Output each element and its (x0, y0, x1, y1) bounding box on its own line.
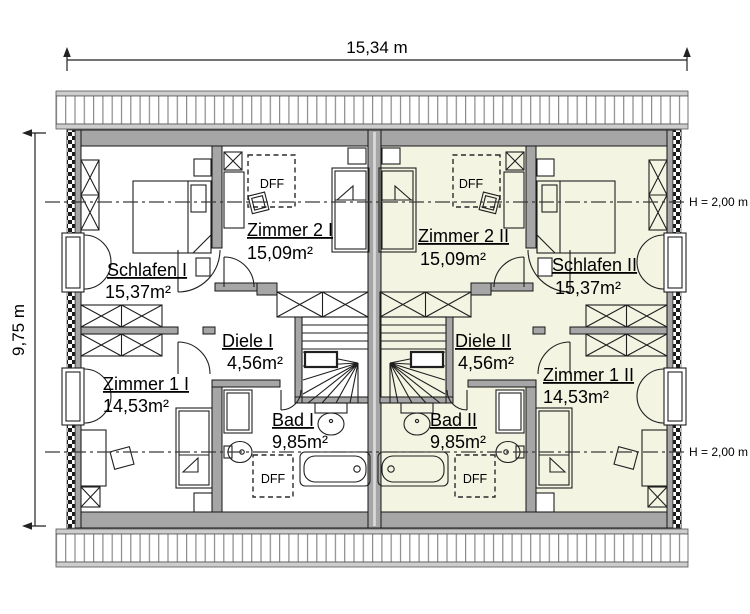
insulation-hatch-right (672, 129, 682, 529)
party-wall-centerline (373, 132, 376, 526)
roof-band-top (55, 90, 689, 130)
room-area-zimmer1-1: 14,53m² (103, 396, 169, 416)
outer-wall-right (666, 129, 674, 529)
room-name-bad-2: Bad II (430, 410, 477, 430)
room-area-bad-2: 9,85m² (430, 432, 486, 452)
outer-wall-left (74, 129, 82, 529)
dff-label-bad-2: DFF (463, 472, 488, 486)
roof-band-bottom (55, 528, 689, 568)
dff-label-bad-1: DFF (261, 472, 286, 486)
room-name-bad-1: Bad I (272, 410, 314, 430)
room-name-zimmer1-2: Zimmer 1 II (543, 365, 634, 385)
dff-label-zimmer2-2: DFF (459, 177, 484, 191)
room-area-schlafen-1: 15,37m² (105, 282, 171, 302)
room-area-schlafen-2: 15,37m² (555, 278, 621, 298)
room-name-zimmer2-2: Zimmer 2 II (418, 226, 509, 246)
height-marker-upper: H = 2,00 m (689, 195, 748, 209)
room-area-zimmer1-2: 14,53m² (543, 387, 609, 407)
dimension-width-label: 15,34 m (346, 38, 407, 57)
room-name-diele-1: Diele I (222, 331, 273, 351)
room-area-zimmer2-2: 15,09m² (420, 249, 486, 269)
room-area-zimmer2-1: 15,09m² (247, 243, 313, 263)
dimension-height: 9,75 m (9, 129, 46, 530)
room-name-diele-2: Diele II (455, 331, 511, 351)
room-area-bad-1: 9,85m² (272, 432, 328, 452)
dimension-width: 15,34 m (63, 38, 691, 71)
insulation-hatch-left (66, 129, 76, 529)
dff-label-zimmer2-1: DFF (260, 177, 285, 191)
room-area-diele-2: 4,56m² (458, 353, 514, 373)
height-marker-lower: H = 2,00 m (689, 445, 748, 459)
room-name-zimmer2-1: Zimmer 2 I (247, 220, 333, 240)
building-shell (66, 129, 682, 529)
room-name-schlafen-1: Schlafen I (107, 260, 187, 280)
room-name-zimmer1-1: Zimmer 1 I (103, 374, 189, 394)
room-area-diele-1: 4,56m² (227, 353, 283, 373)
room-name-schlafen-2: Schlafen II (552, 255, 637, 275)
dimension-height-label: 9,75 m (9, 304, 28, 356)
